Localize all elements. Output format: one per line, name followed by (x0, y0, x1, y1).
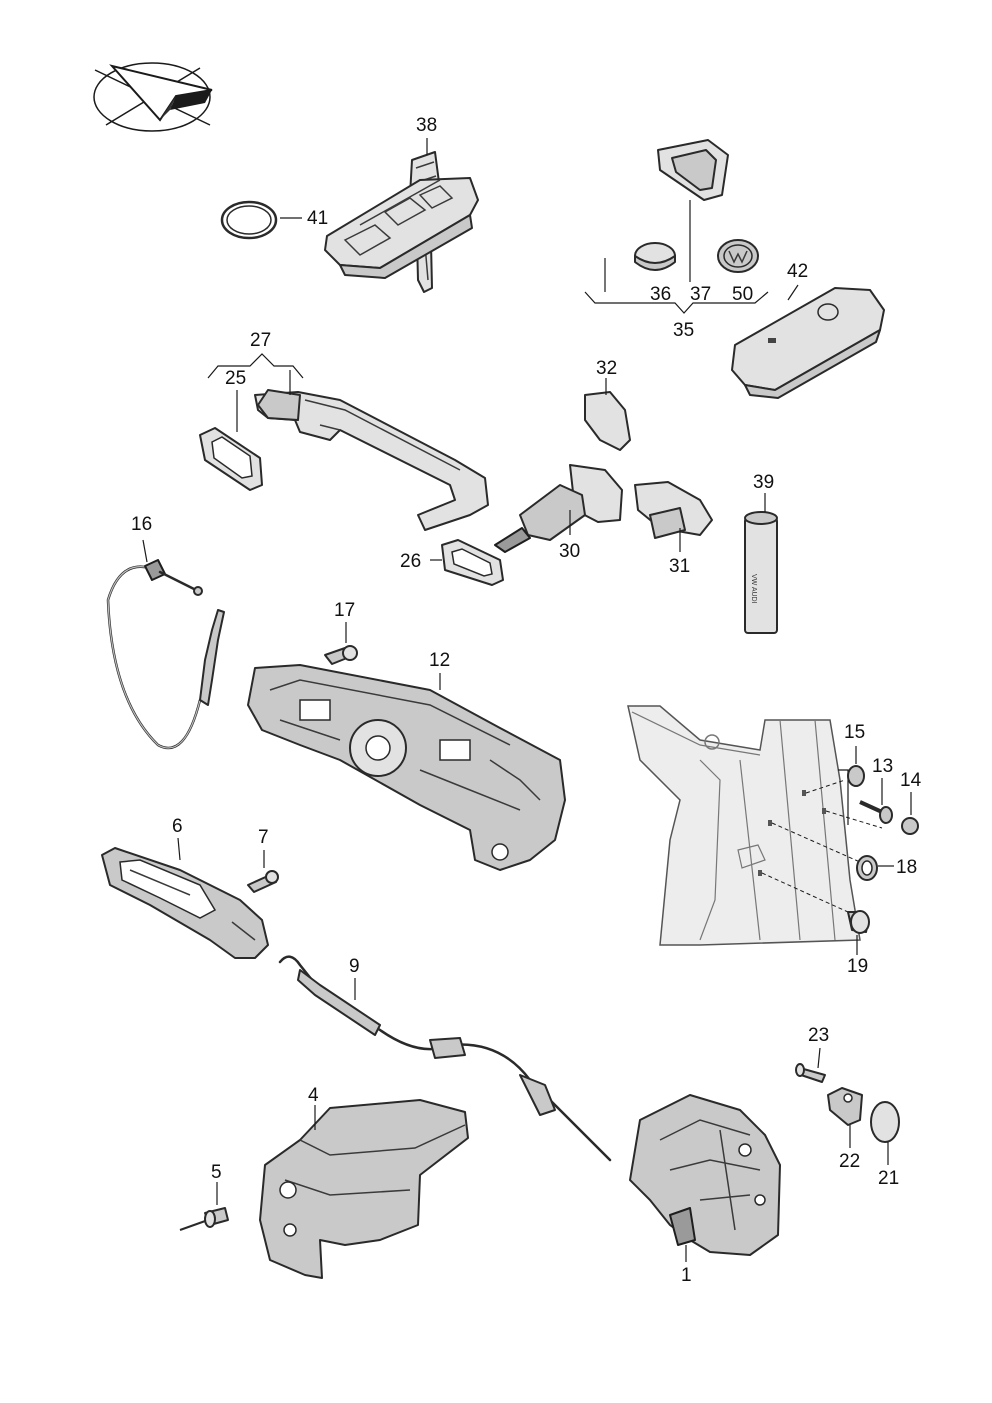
direction-arrow-icon (93, 62, 213, 132)
callout-21: 21 (878, 1168, 899, 1189)
remote-key (731, 284, 885, 399)
callout-27: 27 (250, 330, 271, 351)
door-lock-unit (629, 1094, 781, 1262)
callout-9: 9 (349, 956, 360, 977)
o-ring (220, 200, 302, 240)
plug-grommet (856, 855, 894, 881)
callout-25: 25 (225, 368, 246, 389)
callout-13: 13 (872, 756, 893, 777)
cylinder-cap (584, 378, 631, 451)
screw (324, 622, 358, 665)
inner-door-handle (101, 837, 269, 959)
handle-trim-cap (634, 481, 713, 552)
callout-30: 30 (559, 541, 580, 562)
callout-17: 17 (334, 600, 355, 621)
bolt (859, 778, 893, 824)
callout-38: 38 (416, 115, 437, 136)
callout-16: 16 (131, 514, 152, 535)
callout-32: 32 (596, 358, 617, 379)
callout-4: 4 (308, 1085, 319, 1106)
callout-12: 12 (429, 650, 450, 671)
screw (247, 850, 279, 893)
callout-35: 35 (673, 320, 694, 341)
callout-5: 5 (211, 1162, 222, 1183)
lock-bracket (259, 1099, 469, 1279)
callout-36: 36 (650, 284, 671, 305)
remote-key-housing (324, 139, 769, 314)
screw (795, 1047, 826, 1083)
callout-22: 22 (839, 1151, 860, 1172)
plug (901, 792, 919, 835)
rivet (179, 1182, 229, 1231)
handle-seal (430, 539, 504, 586)
svg-text:VW AUDI: VW AUDI (750, 574, 757, 604)
callout-14: 14 (900, 770, 922, 791)
bowden-cable-inner (278, 955, 612, 1162)
holder-plate (827, 1087, 863, 1148)
callout-41: 41 (307, 208, 328, 229)
handle-carrier-bracket (247, 664, 566, 871)
callout-42: 42 (787, 261, 808, 282)
callout-18: 18 (896, 857, 917, 878)
callout-31: 31 (669, 556, 690, 577)
lock-cylinder (494, 464, 623, 553)
callout-50: 50 (732, 284, 753, 305)
cover-plate (870, 1101, 900, 1165)
striker-bolt (847, 910, 870, 955)
callout-15: 15 (844, 722, 865, 743)
callout-7: 7 (258, 827, 269, 848)
callout-6: 6 (172, 816, 183, 837)
door-pillar-body (627, 705, 883, 946)
callout-1: 1 (681, 1265, 692, 1286)
callout-19: 19 (847, 956, 868, 977)
callout-26: 26 (400, 551, 421, 572)
grommet (847, 746, 865, 787)
callout-39: 39 (753, 472, 774, 493)
callout-37: 37 (690, 284, 711, 305)
outer-door-handle (199, 353, 489, 531)
grease-tube: VW AUDI (744, 493, 778, 634)
callout-23: 23 (808, 1025, 829, 1046)
bowden-cable-outer (106, 539, 225, 750)
